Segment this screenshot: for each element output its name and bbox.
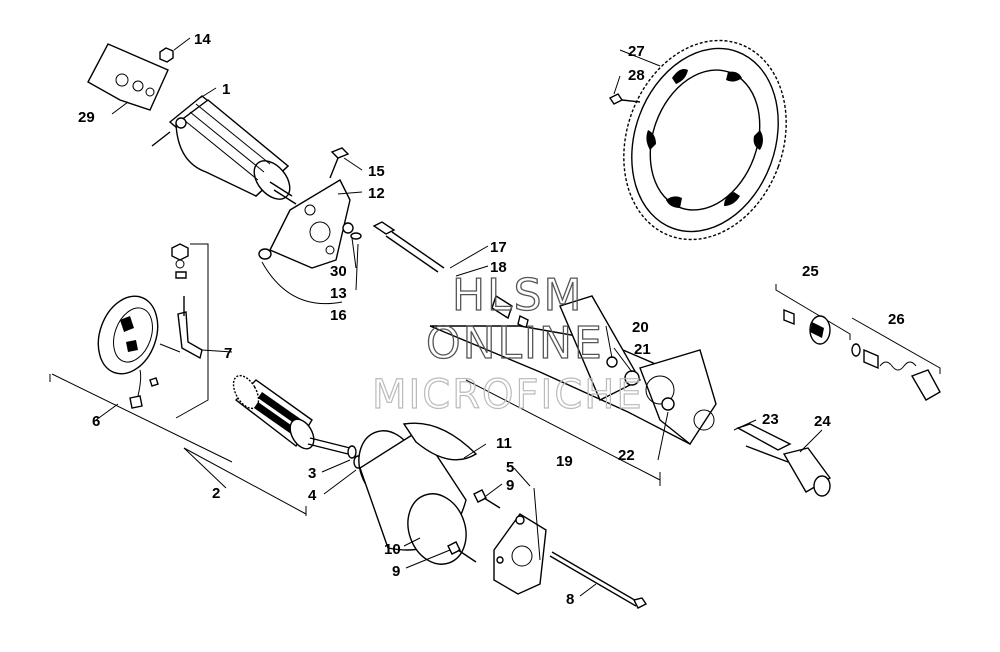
callout-18: 18 <box>490 259 507 276</box>
callout-3: 3 <box>308 465 316 482</box>
callout-28: 28 <box>628 67 645 84</box>
callout-5: 5 <box>506 459 514 476</box>
callout-13: 13 <box>330 285 347 302</box>
watermark-line-3: MICROFICHE <box>372 372 644 418</box>
callout-16: 16 <box>330 307 347 324</box>
callout-26: 26 <box>888 311 905 328</box>
callout-2: 2 <box>212 485 220 502</box>
callout-21: 21 <box>634 341 651 358</box>
callout-25: 25 <box>802 263 819 280</box>
watermark-line-1: HLSM <box>452 270 584 321</box>
callout-27: 27 <box>628 43 645 60</box>
leader-lines <box>95 37 823 597</box>
callout-23: 23 <box>762 411 779 428</box>
callout-11: 11 <box>496 435 512 452</box>
callout-1: 1 <box>222 81 230 98</box>
drive-housing <box>372 221 717 486</box>
callout-30: 30 <box>330 263 347 280</box>
callout-15: 15 <box>368 163 385 180</box>
callout-19: 19 <box>556 453 573 470</box>
callout-17: 17 <box>490 239 507 256</box>
end-cap <box>447 487 648 609</box>
callout-labels: 1 2 3 4 5 6 7 8 9 9 10 11 12 13 14 15 16… <box>78 31 905 608</box>
callout-22: 22 <box>618 447 635 464</box>
watermark-line-2: ONLINE <box>426 318 604 369</box>
starter-motor-assembly <box>87 43 362 305</box>
callout-8: 8 <box>566 591 574 608</box>
callout-10: 10 <box>384 541 401 558</box>
starter-drive <box>736 284 941 497</box>
callout-14: 14 <box>194 31 211 48</box>
callout-20: 20 <box>632 319 649 336</box>
callout-4: 4 <box>308 487 317 504</box>
callout-7: 7 <box>224 345 232 362</box>
callout-12: 12 <box>368 185 385 202</box>
callout-9a: 9 <box>506 477 514 494</box>
armature <box>183 374 363 516</box>
callout-29: 29 <box>78 109 95 126</box>
callout-6: 6 <box>92 413 100 430</box>
callout-24: 24 <box>814 413 831 430</box>
watermark: HLSM ONLINE MICROFICHE <box>371 269 644 418</box>
ring-gear <box>608 39 787 241</box>
brush-plate-assembly <box>49 243 233 463</box>
callout-9b: 9 <box>392 563 400 580</box>
